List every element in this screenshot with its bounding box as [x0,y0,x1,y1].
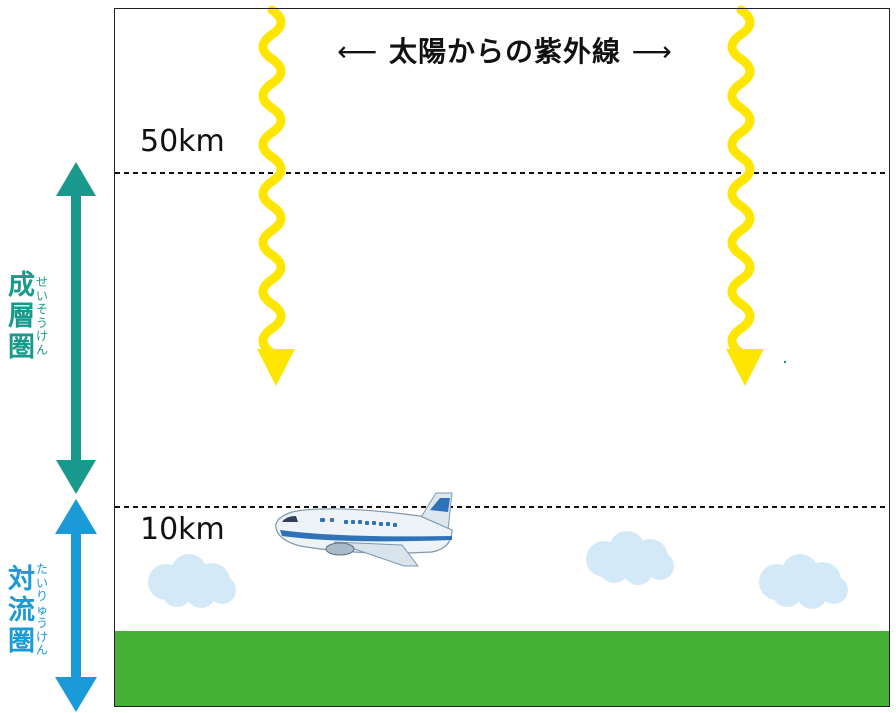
altitude-10km-label: 10km [140,512,225,547]
stratosphere-name: 成 層 圏 [8,270,35,363]
airplane-icon [275,492,453,567]
cloud-right [759,554,848,609]
ground [115,631,889,707]
stratosphere-reading: せ い そ う け ん [36,275,49,357]
altitude-50km-label: 50km [140,124,225,159]
stratosphere-label: 成 層 圏 せ い そ う け ん [8,270,48,363]
stray-dot [783,360,787,364]
troposphere-label: 対 流 圏 た い り ゅ う け ん [8,562,49,658]
uv-title: ⟵ 太陽からの紫外線 ⟶ [310,30,700,70]
left-arrow-icon: ⟵ [337,35,379,68]
uv-ray-right [726,5,764,386]
title-text: 太陽からの紫外線 [388,35,621,68]
right-arrow-icon: ⟶ [631,35,673,68]
troposphere-name: 対 流 圏 [8,563,35,657]
diagram-frame [114,8,890,707]
stratosphere-range-arrow [56,162,96,494]
uv-ray-left [257,5,295,386]
cloud-left [148,554,236,608]
troposphere-range-arrow [55,499,97,712]
troposphere-reading: た い り ゅ う け ん [36,562,49,657]
cloud-middle [586,531,674,585]
